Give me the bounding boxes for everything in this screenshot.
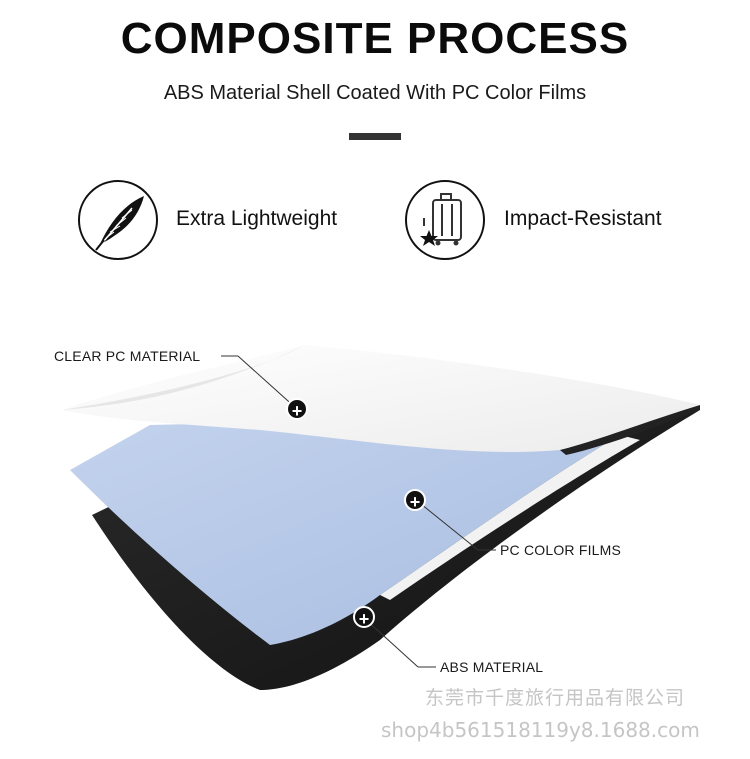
feather-icon	[95, 196, 144, 251]
title-divider	[349, 133, 401, 140]
callout-abs: ABS MATERIAL	[440, 659, 544, 675]
plus-marker-abs[interactable]: +	[353, 606, 375, 629]
feature-label-lightweight: Extra Lightweight	[176, 207, 338, 230]
pc-color-film-layer	[70, 422, 620, 645]
watermark-url: shop4b561518119y8.1688.com	[381, 718, 700, 742]
plus-marker-pc[interactable]: +	[404, 489, 426, 512]
feather-icon-circle	[78, 180, 158, 260]
suitcase-impact-icon	[420, 193, 462, 246]
watermark-company: 东莞市千度旅行用品有限公司	[425, 687, 686, 709]
feature-label-impact: Impact-Resistant	[504, 207, 662, 230]
suitcase-icon-circle	[405, 180, 485, 260]
plus-marker-clear[interactable]: +	[286, 398, 308, 421]
leader-line-pc	[415, 499, 479, 551]
clear-pc-layer	[62, 345, 700, 452]
callout-pc-color: PC COLOR FILMS	[500, 542, 622, 558]
callout-clear-pc: CLEAR PC MATERIAL	[54, 348, 201, 364]
leader-line-abs	[363, 617, 419, 668]
page-subtitle: ABS Material Shell Coated With PC Color …	[163, 82, 587, 104]
page-title: COMPOSITE PROCESS	[120, 14, 630, 63]
